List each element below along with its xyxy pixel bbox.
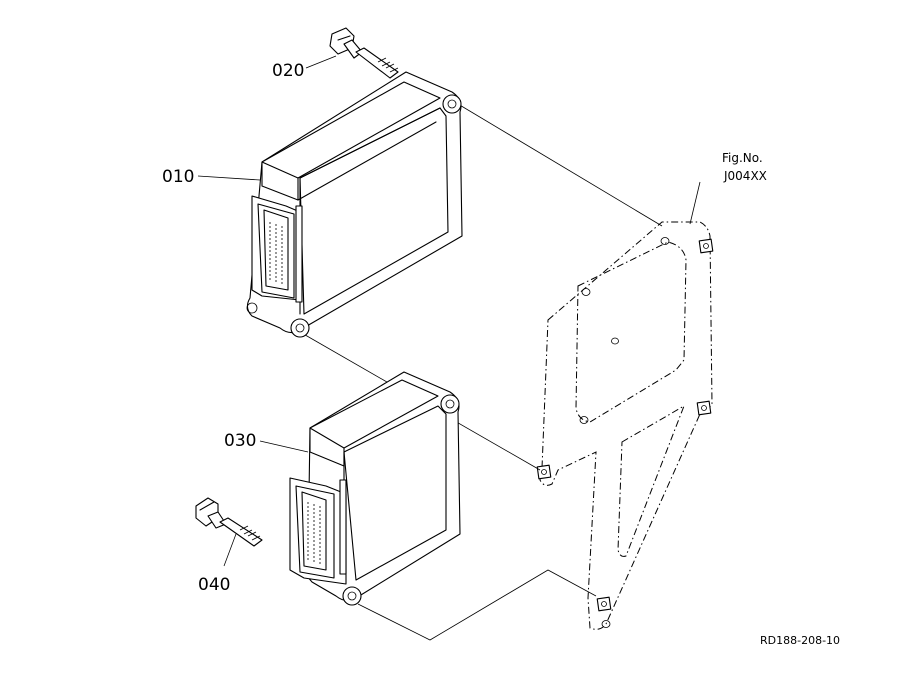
ecu-unit-010 [246, 71, 463, 338]
callout-040: 040 [198, 575, 230, 595]
leader-lines [197, 55, 701, 567]
bolt-020 [329, 27, 399, 79]
fig-no-value: J004XX [723, 169, 767, 183]
callout-020: 020 [272, 61, 304, 81]
callout-010: 010 [162, 167, 194, 187]
connector-pins-010 [269, 222, 283, 286]
fig-no-label: Fig.No. [722, 151, 763, 165]
mounting-bracket [536, 221, 714, 630]
bolt-040 [195, 497, 263, 547]
connector-pins-030 [307, 502, 321, 566]
drawing-reference: RD188-208-10 [760, 634, 840, 647]
callout-030: 030 [224, 431, 256, 451]
ecu-unit-030 [289, 371, 461, 606]
